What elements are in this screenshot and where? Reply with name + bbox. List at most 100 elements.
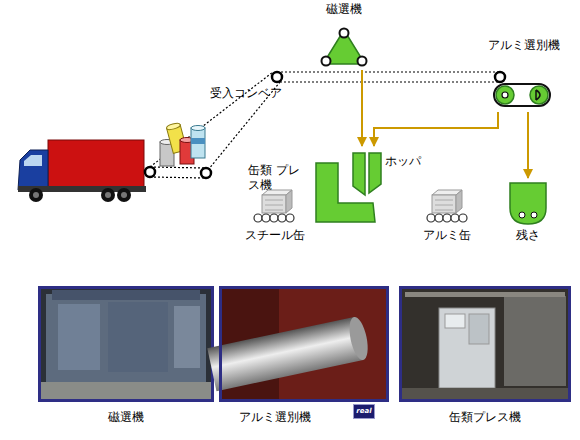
press-body <box>316 163 375 222</box>
photo-machine <box>504 296 566 386</box>
flow-arrow <box>361 70 363 146</box>
can <box>191 128 205 158</box>
container-wheel <box>531 212 537 218</box>
bale-front <box>432 195 456 213</box>
wheel-hub <box>33 192 39 198</box>
roller <box>340 29 349 38</box>
hopper: ホッパ <box>350 146 422 198</box>
truck-wheel <box>117 188 131 202</box>
roller-row <box>254 214 294 222</box>
bale-side <box>456 190 462 213</box>
node-label: アルミ選別機 <box>478 38 570 53</box>
truck-cab <box>18 150 48 190</box>
photo-cylinder-end <box>346 315 371 361</box>
node-label: 磁選機 <box>318 2 370 17</box>
belt-line <box>277 71 500 72</box>
photo-cabinet-panel <box>469 314 489 344</box>
roller <box>443 214 451 222</box>
photo-machine <box>174 306 200 368</box>
can-top <box>166 122 181 130</box>
hopper-chute <box>353 153 365 195</box>
belt-pulley <box>495 72 505 82</box>
roller <box>435 214 443 222</box>
aluminum-separator: アルミ選別機 <box>478 38 570 112</box>
media-icon: real <box>353 404 375 419</box>
can-top <box>191 126 205 131</box>
pulley-mark <box>536 90 540 100</box>
photo-panel: 磁選機 <box>38 286 214 426</box>
photo-background <box>38 286 214 402</box>
photo-frame <box>401 288 570 401</box>
node-label: 残さ <box>505 228 551 243</box>
magnetic-separator: 磁選機 <box>318 2 370 70</box>
steel-can-output: スチール缶 <box>240 186 310 244</box>
belt-pulley <box>272 72 282 82</box>
container-wheel <box>519 212 525 218</box>
conveyor-belt <box>150 72 500 178</box>
container-body <box>510 183 546 224</box>
node-label: アルミ選別機 <box>219 410 331 425</box>
residue-container: 残さ <box>505 178 551 246</box>
flow-arrow <box>527 112 529 178</box>
illustration-part <box>207 315 371 391</box>
can-band <box>191 138 205 144</box>
wheel-hub <box>121 192 127 198</box>
roller <box>459 214 467 222</box>
roller <box>286 214 294 222</box>
hopper-shape <box>350 146 422 198</box>
roller <box>270 214 278 222</box>
pulley <box>496 86 514 104</box>
belt-pulley <box>145 167 155 177</box>
truck-wheel <box>101 188 115 202</box>
roller <box>278 214 286 222</box>
can-bale <box>432 190 462 213</box>
truck-wheel <box>29 188 43 202</box>
photo-panel-shape <box>38 286 214 426</box>
roller <box>262 214 270 222</box>
node-label: 受入コンベア <box>210 86 287 101</box>
roller <box>427 214 435 222</box>
flow-arrow <box>374 112 498 146</box>
node-label: アルミ缶 <box>418 228 476 243</box>
hopper-chute <box>369 153 381 193</box>
node-label: 磁選機 <box>38 410 214 425</box>
photo-machine <box>58 304 100 370</box>
pulley-hub <box>502 92 508 98</box>
belt-line <box>280 81 500 82</box>
belt-pulley <box>201 168 211 178</box>
bale-side <box>286 190 292 213</box>
roller <box>358 57 367 66</box>
photo-pipe <box>405 292 565 297</box>
photo-cylinder <box>207 317 363 391</box>
separator-belt <box>494 84 550 106</box>
photo-panel-shape <box>399 286 571 426</box>
illustration-part <box>322 29 367 66</box>
can-pile <box>160 122 205 166</box>
photo-panel: 缶類プレス機 <box>399 286 571 426</box>
can-bale <box>262 190 292 213</box>
node-label: ホッパ <box>385 154 425 169</box>
belt-pulleys <box>145 72 505 178</box>
photo-cabinet <box>439 308 495 388</box>
photo-machine <box>46 294 206 382</box>
photo-frame <box>221 288 388 401</box>
truck-cargo-box <box>48 140 144 188</box>
node-label: スチール缶 <box>240 228 310 243</box>
node-label: 缶類プレス機 <box>399 410 571 425</box>
bale-front <box>262 195 286 213</box>
truck-window <box>24 155 42 166</box>
bale-texture <box>265 200 283 210</box>
pulley <box>530 86 548 104</box>
roller <box>322 57 331 66</box>
roller <box>451 214 459 222</box>
photo-machine <box>108 302 168 372</box>
belt-line <box>150 177 206 178</box>
photo-cabinet-panel <box>445 314 465 328</box>
roller <box>254 214 262 222</box>
roller-row <box>427 214 467 222</box>
bale-texture <box>435 200 453 210</box>
photo-machine <box>52 290 200 300</box>
belt-line <box>150 167 206 168</box>
aluminum-can-output: アルミ缶 <box>418 186 476 244</box>
